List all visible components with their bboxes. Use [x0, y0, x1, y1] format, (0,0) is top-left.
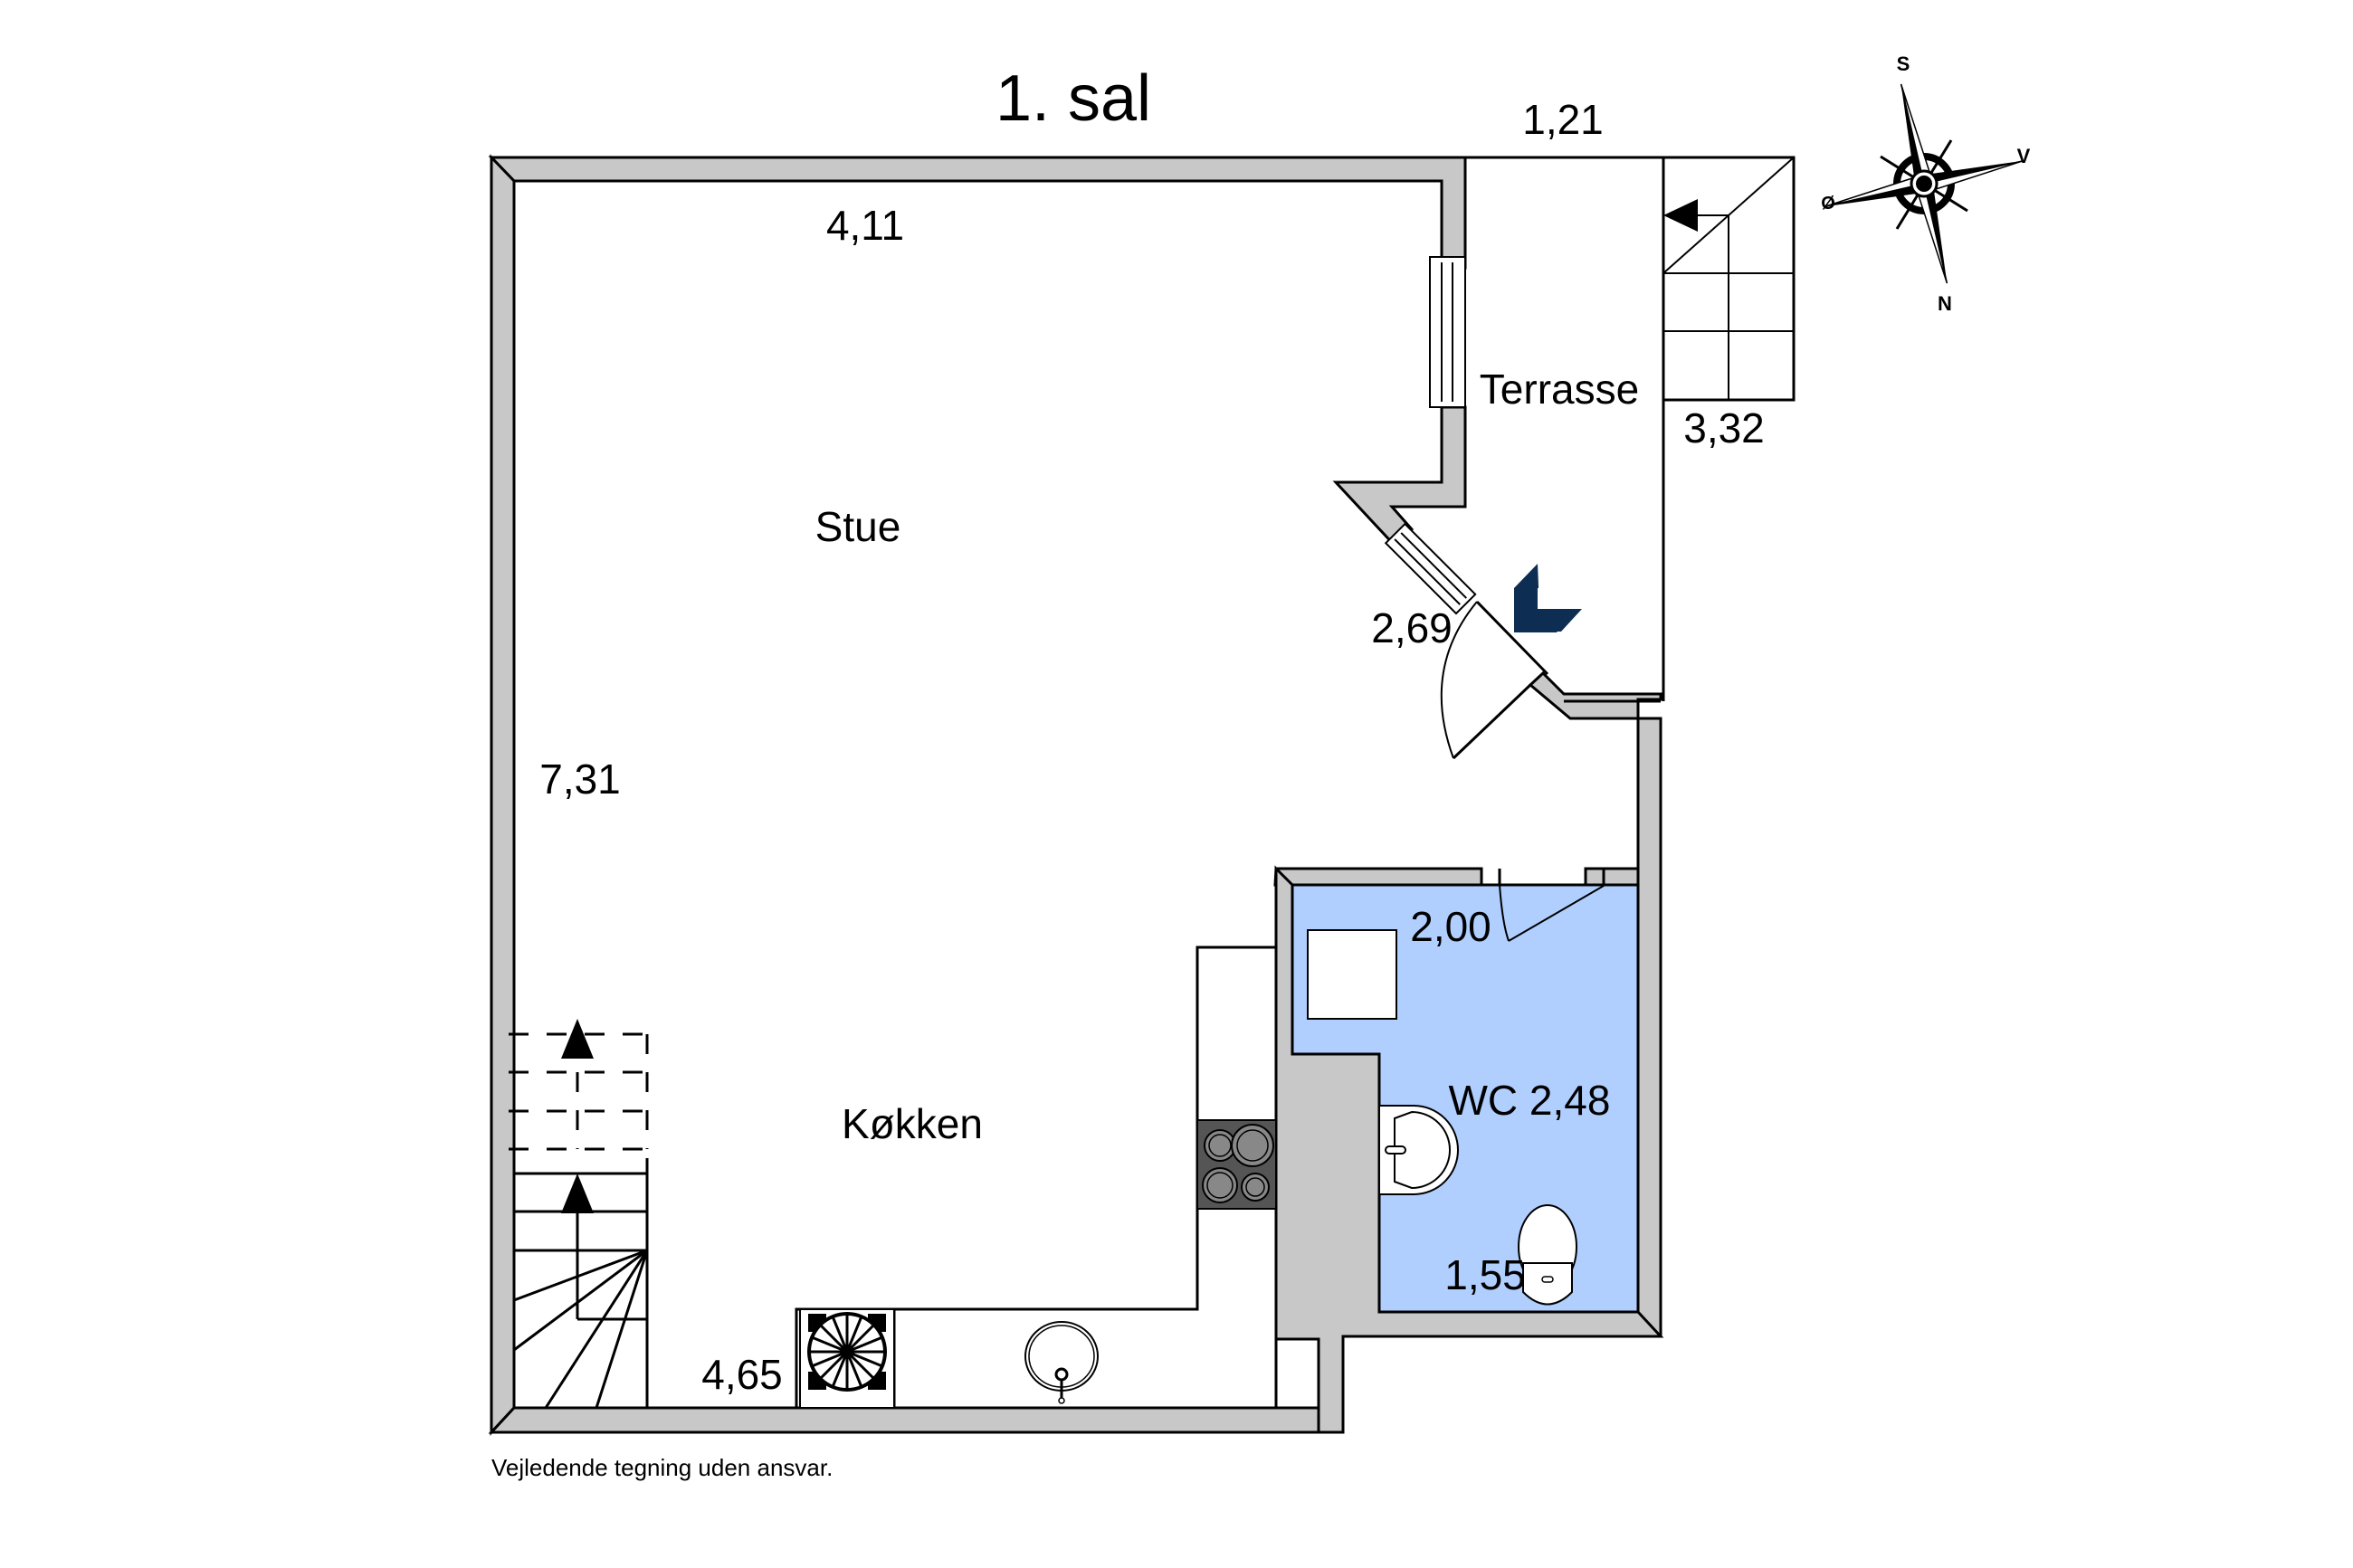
compass-n-label: N	[1938, 292, 1952, 315]
compass-v-label: V	[2017, 145, 2031, 167]
plan-title: 1. sal	[996, 62, 1151, 135]
terrace-stairs	[1662, 156, 1796, 402]
wall-top	[488, 156, 1467, 270]
room-label-stue: Stue	[815, 503, 901, 550]
dim-terrace-depth: 3,32	[1683, 404, 1765, 451]
hob-icon	[1196, 1119, 1277, 1210]
dim-wc-depth: 1,55	[1444, 1251, 1526, 1298]
dim-entry-wall: 2,69	[1371, 604, 1453, 651]
stairs-down-arrow-icon	[1663, 199, 1698, 232]
dim-left-length: 7,31	[539, 755, 621, 803]
wc-sink-icon	[1378, 1105, 1459, 1195]
wc-cabinet	[1307, 929, 1397, 1020]
window-entry	[1384, 522, 1477, 615]
toilet-icon	[1518, 1204, 1577, 1306]
stairs-up-arrow-icon	[561, 1174, 594, 1213]
wall-wc	[1273, 867, 1483, 887]
kitchen-sink-icon	[1024, 1321, 1099, 1404]
wall-bottom-left	[488, 1406, 1320, 1434]
wall-angled-lower	[1528, 670, 1662, 720]
entry-door[interactable]	[1440, 600, 1549, 760]
dim-terrace-width: 1,21	[1522, 96, 1604, 143]
internal-stairs	[509, 1019, 649, 1409]
compass-o-label: Ø	[1821, 194, 1835, 214]
wall-corridor-right	[1636, 717, 1662, 1338]
room-label-wc: WC 2,48	[1449, 1077, 1611, 1124]
dim-wc-width: 2,00	[1410, 903, 1491, 950]
compass-rose-icon: S V N Ø	[1821, 52, 2031, 315]
wc-room	[1291, 869, 1640, 1314]
room-label-terrasse: Terrasse	[1480, 366, 1639, 413]
wall-left	[490, 154, 516, 1436]
wall-wc-top-right	[1584, 867, 1640, 887]
wall-angled-upper	[1332, 405, 1467, 550]
entry-marker-icon-fill	[1514, 564, 1582, 632]
room-label-kokken: Køkken	[842, 1100, 983, 1147]
stairs-up-arrow-icon	[561, 1019, 594, 1059]
dim-stue-width: 4,11	[826, 202, 904, 249]
window-stue	[1429, 256, 1466, 408]
fan-icon	[799, 1308, 895, 1409]
dim-kitchen-width: 4,65	[701, 1351, 783, 1398]
compass-s-label: S	[1897, 52, 1910, 75]
disclaimer: Vejledende tegning uden ansvar.	[491, 1454, 833, 1481]
